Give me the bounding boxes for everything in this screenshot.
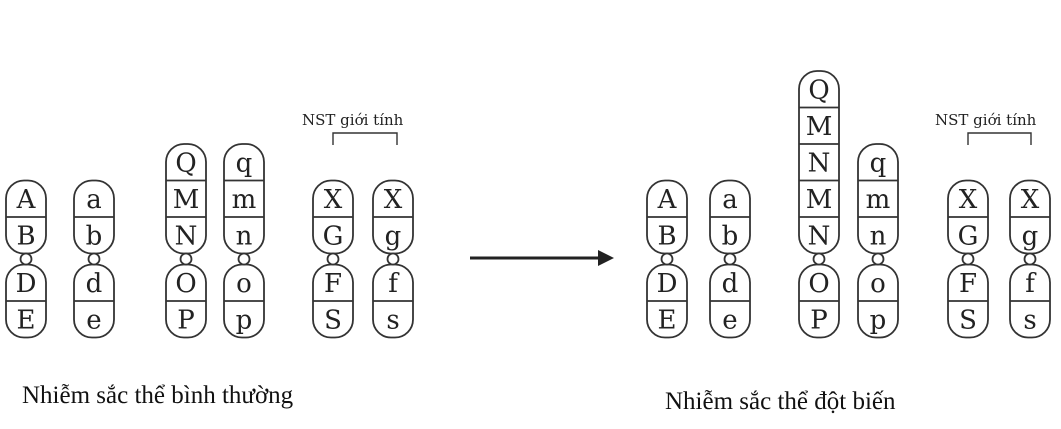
bracket-line	[967, 132, 1032, 145]
gene-label: S	[959, 305, 977, 335]
gene-label: E	[658, 305, 677, 335]
gene-label: N	[808, 221, 831, 251]
centromere	[660, 252, 674, 266]
bracket-line	[332, 132, 398, 145]
gene-label: G	[958, 221, 979, 251]
gene-label: f	[388, 269, 400, 299]
gene-label: P	[177, 305, 195, 335]
centromere	[961, 252, 975, 266]
centromere	[19, 252, 33, 266]
gene-label: s	[386, 305, 399, 335]
gene-label: X	[1021, 185, 1040, 215]
sex-chromosome-bracket: NST giới tính	[302, 111, 404, 145]
centromere	[1023, 252, 1037, 266]
centromere	[723, 252, 737, 266]
gene-label: a	[722, 185, 738, 215]
centromere	[326, 252, 340, 266]
gene-label: S	[324, 305, 342, 335]
gene-label: X	[384, 185, 403, 215]
normal-caption: Nhiễm sắc thể bình thường	[22, 382, 294, 409]
gene-label: M	[806, 185, 833, 215]
gene-label: D	[16, 269, 37, 299]
gene-label: q	[870, 148, 887, 178]
centromere	[237, 252, 251, 266]
gene-label: A	[657, 185, 678, 215]
gene-label: d	[86, 269, 103, 299]
gene-label: e	[722, 305, 737, 335]
right-arrow-icon	[470, 250, 614, 266]
sex-chromosome-bracket: NST giới tính	[935, 111, 1037, 145]
gene-label: B	[16, 221, 35, 251]
gene-label: b	[86, 221, 103, 251]
gene-label: G	[323, 221, 344, 251]
centromere	[87, 252, 101, 266]
gene-label: D	[657, 269, 678, 299]
centromere	[812, 252, 826, 266]
gene-label: a	[86, 185, 102, 215]
gene-label: n	[236, 221, 253, 251]
gene-label: g	[385, 221, 402, 251]
gene-label: N	[808, 148, 831, 178]
centromere	[386, 252, 400, 266]
gene-label: X	[324, 185, 343, 215]
gene-label: M	[806, 112, 833, 142]
gene-label: d	[722, 269, 739, 299]
gene-label: M	[173, 185, 200, 215]
centromere	[871, 252, 885, 266]
gene-label: X	[959, 185, 978, 215]
sex-chromosome-label: NST giới tính	[935, 111, 1037, 129]
centromere	[179, 252, 193, 266]
gene-label: A	[16, 185, 37, 215]
gene-label: N	[175, 221, 198, 251]
gene-label: p	[870, 305, 887, 335]
gene-label: p	[236, 305, 253, 335]
gene-label: q	[236, 148, 253, 178]
gene-label: n	[870, 221, 887, 251]
gene-label: e	[86, 305, 101, 335]
gene-label: Q	[175, 148, 196, 178]
gene-label: g	[1022, 221, 1039, 251]
gene-label: b	[722, 221, 739, 251]
gene-label: o	[870, 269, 886, 299]
gene-label: O	[808, 269, 829, 299]
gene-label: m	[232, 185, 257, 215]
gene-label: B	[657, 221, 676, 251]
gene-label: E	[17, 305, 36, 335]
sex-chromosome-label: NST giới tính	[302, 111, 404, 129]
gene-label: m	[866, 185, 891, 215]
gene-label: o	[236, 269, 252, 299]
gene-label: O	[175, 269, 196, 299]
gene-label: s	[1023, 305, 1036, 335]
gene-label: f	[1025, 269, 1037, 299]
gene-label: F	[324, 269, 342, 299]
mutant-caption: Nhiễm sắc thể đột biến	[665, 388, 896, 415]
gene-label: F	[959, 269, 977, 299]
gene-label: P	[810, 305, 828, 335]
gene-label: Q	[808, 75, 829, 105]
